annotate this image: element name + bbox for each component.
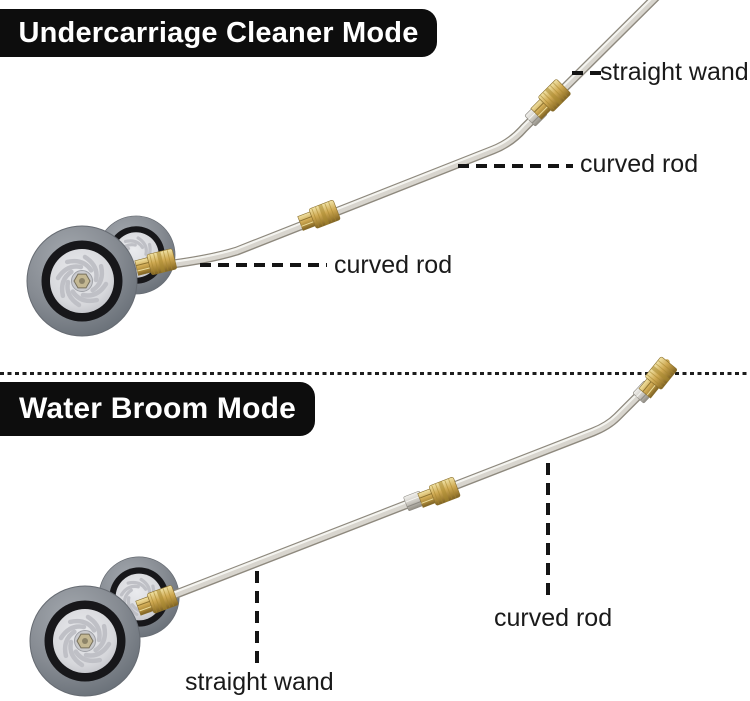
section-divider bbox=[0, 372, 750, 375]
mode-banner-water-broom: Water Broom Mode bbox=[0, 382, 315, 436]
axle-bolt bbox=[74, 630, 96, 652]
label-curved-rod-upper: curved rod bbox=[580, 150, 699, 178]
dash-line-straight-wand-top bbox=[572, 71, 601, 75]
dash-line-straight-wand-bottom bbox=[255, 571, 259, 668]
label-straight-wand-bottom: straight wand bbox=[185, 668, 334, 696]
dash-line-curved-rod-upper bbox=[458, 164, 573, 168]
curved-rod-and-wand bbox=[143, 0, 660, 272]
undercarriage-assembly bbox=[27, 0, 660, 336]
label-curved-rod-bottom: curved rod bbox=[494, 604, 613, 632]
dash-line-curved-rod-lower bbox=[200, 263, 327, 267]
mid-coupler bbox=[296, 199, 342, 234]
axle-bolt bbox=[71, 270, 93, 292]
water-broom-assembly bbox=[30, 355, 678, 696]
mid-coupler bbox=[416, 476, 462, 511]
label-straight-wand-top: straight wand bbox=[600, 58, 749, 86]
mode-banner-undercarriage: Undercarriage Cleaner Mode bbox=[0, 9, 437, 57]
label-curved-rod-lower: curved rod bbox=[334, 251, 453, 279]
dash-line-curved-rod-bottom bbox=[546, 463, 550, 600]
